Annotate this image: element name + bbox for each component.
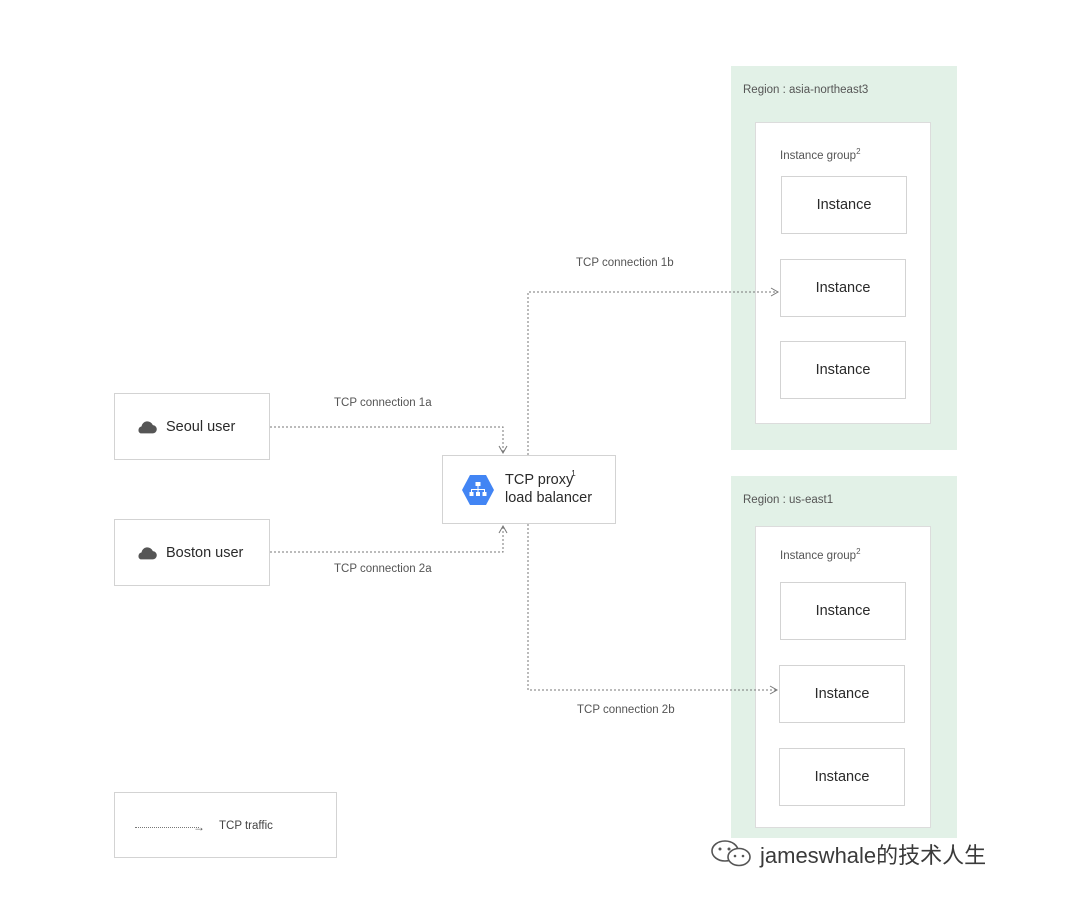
wechat-icon bbox=[711, 840, 751, 867]
instance-box[interactable]: Instance bbox=[780, 582, 906, 640]
legend-label: TCP traffic bbox=[219, 820, 273, 832]
boston-user-box[interactable]: Boston user bbox=[114, 519, 270, 586]
load-balancer-label: TCP proxy1 load balancer bbox=[505, 469, 593, 507]
load-balancer-footnote: 1 bbox=[571, 469, 576, 478]
user-label: Boston user bbox=[166, 544, 244, 561]
user-label: Seoul user bbox=[166, 418, 236, 435]
load-balancer-title-text: TCP proxy bbox=[505, 472, 574, 488]
instance-box[interactable]: Instance bbox=[779, 665, 905, 723]
connector-2a bbox=[270, 524, 508, 553]
load-balancer-subtitle: load balancer bbox=[505, 490, 593, 506]
region-label: Region : asia-northeast3 bbox=[743, 84, 869, 96]
cloud-icon bbox=[138, 420, 157, 433]
instance-box[interactable]: Instance bbox=[780, 341, 906, 399]
legend-dotted-line bbox=[135, 827, 199, 828]
instance-box[interactable]: Instance bbox=[781, 176, 907, 234]
connector-1a bbox=[270, 426, 508, 455]
connection-label-2a: TCP connection 2a bbox=[334, 563, 432, 575]
connection-label-1b: TCP connection 1b bbox=[576, 257, 674, 269]
watermark-text: jameswhale的技术人生 bbox=[760, 843, 987, 868]
instance-group-label: Instance group2 bbox=[780, 147, 861, 162]
instance-group-footnote: 2 bbox=[856, 147, 861, 156]
tcp-proxy-load-balancer[interactable]: TCP proxy1 load balancer bbox=[442, 455, 616, 524]
cloud-icon bbox=[138, 546, 157, 559]
instance-group-label-text: Instance group bbox=[780, 149, 857, 162]
load-balancer-hex-icon bbox=[462, 474, 494, 505]
legend-arrow-icon: → bbox=[193, 820, 205, 834]
legend: → TCP traffic bbox=[114, 792, 337, 858]
load-balancer-title: TCP proxy1 bbox=[505, 469, 592, 490]
connection-label-1a: TCP connection 1a bbox=[334, 397, 432, 409]
connection-label-2b: TCP connection 2b bbox=[577, 704, 675, 716]
watermark: jameswhale的技术人生 bbox=[708, 838, 986, 870]
instance-box[interactable]: Instance bbox=[780, 259, 906, 317]
instance-group-footnote: 2 bbox=[856, 547, 861, 556]
region-label: Region : us-east1 bbox=[743, 494, 834, 506]
seoul-user-box[interactable]: Seoul user bbox=[114, 393, 270, 460]
instance-group-label: Instance group2 bbox=[780, 547, 861, 562]
instance-box[interactable]: Instance bbox=[779, 748, 905, 806]
instance-group-label-text: Instance group bbox=[780, 549, 857, 562]
